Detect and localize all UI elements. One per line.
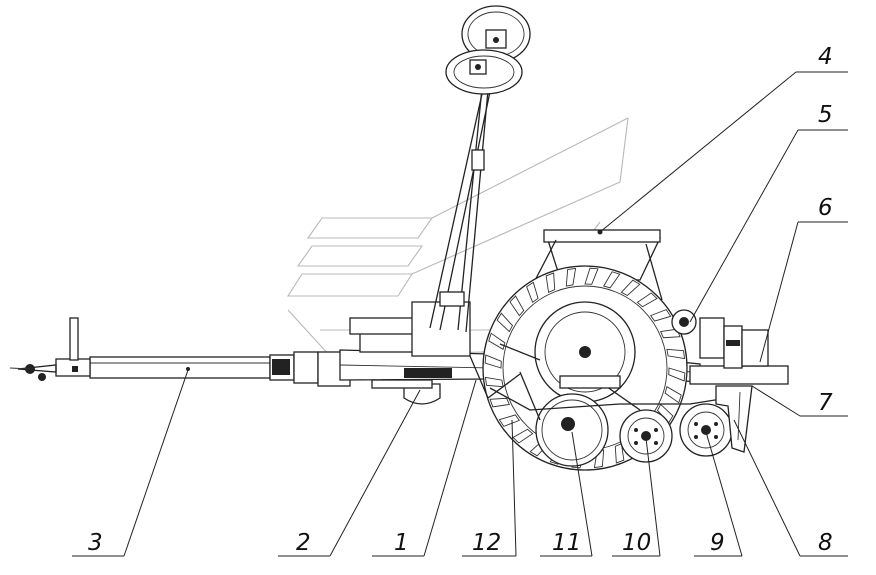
tread-lug <box>496 312 514 333</box>
tread-lug <box>498 414 521 427</box>
tread-lug <box>489 397 510 408</box>
drive-mechanism <box>671 309 769 369</box>
callout-5: 5 <box>818 102 833 128</box>
callout-8: 8 <box>818 530 833 556</box>
tread-lug <box>620 279 641 297</box>
callout-labels: 1 2 3 4 5 6 7 8 9 10 11 12 <box>88 44 833 556</box>
marker-boom <box>429 5 531 333</box>
tread-lug <box>584 267 599 285</box>
callout-9: 9 <box>710 530 725 556</box>
callout-1: 1 <box>394 530 409 556</box>
tread-lug <box>545 272 556 293</box>
press-wheels <box>489 371 741 467</box>
callout-11: 11 <box>552 530 581 556</box>
tread-lug <box>565 267 577 287</box>
tread-lug <box>526 281 539 304</box>
callout-12: 12 <box>472 530 501 556</box>
tread-lug <box>484 376 504 388</box>
frame-strut <box>469 343 541 400</box>
tread-lug <box>484 354 502 369</box>
tread-lug <box>603 271 621 289</box>
tread-lug <box>660 328 681 339</box>
tread-lug <box>668 367 686 382</box>
drawbar <box>9 317 351 387</box>
leader-lines <box>72 71 848 557</box>
tread-lug <box>509 295 525 317</box>
tread-lug <box>666 348 686 360</box>
tread-lug <box>664 386 682 404</box>
callout-6: 6 <box>818 195 833 221</box>
tread-lug <box>649 309 672 322</box>
tread-lug <box>636 292 658 308</box>
tread-lug <box>488 332 506 350</box>
callout-7: 7 <box>818 390 833 416</box>
tread-lug <box>512 428 534 444</box>
callout-3: 3 <box>88 530 103 556</box>
callout-2: 2 <box>296 530 311 556</box>
tread-lug <box>614 443 625 464</box>
callout-10: 10 <box>622 530 651 556</box>
callout-4: 4 <box>818 44 833 70</box>
